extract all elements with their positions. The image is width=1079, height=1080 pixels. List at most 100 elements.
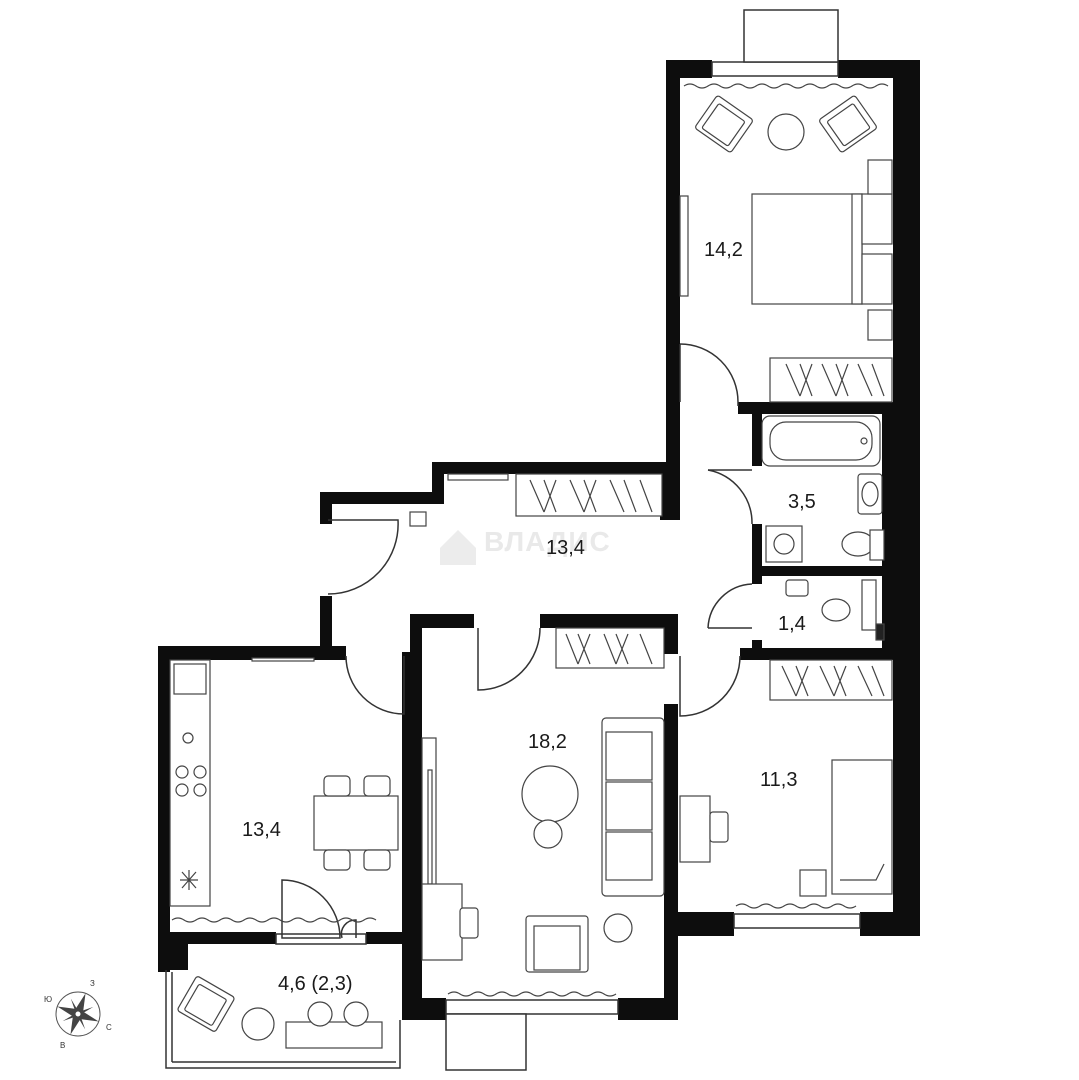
wall	[752, 524, 762, 584]
wardrobe	[769, 357, 893, 403]
pouf	[409, 511, 427, 527]
wall	[320, 492, 444, 504]
side-table	[603, 913, 633, 943]
wall	[158, 646, 170, 972]
walls	[158, 60, 920, 1020]
bedroom-1-furniture	[679, 83, 893, 403]
window	[275, 933, 367, 945]
armchair-seat	[533, 925, 581, 971]
wall	[740, 648, 900, 660]
wall	[882, 410, 894, 650]
wall	[664, 704, 678, 1020]
wall	[676, 912, 734, 936]
riser	[875, 623, 885, 641]
bedroom-2-furniture	[679, 659, 893, 909]
room-area-bathroom: 3,5	[788, 491, 816, 513]
room-area-bedroom-2: 11,3	[760, 769, 797, 791]
pouf	[533, 819, 563, 849]
balcony-furniture	[177, 976, 383, 1049]
watermark-house-icon	[440, 530, 476, 565]
bed-headboard	[851, 193, 863, 305]
bed-pillow	[840, 863, 885, 881]
compass-rose: З Ю С В	[44, 979, 112, 1050]
hand-sink	[785, 579, 809, 597]
wardrobe-hangers	[781, 665, 885, 697]
sofa-cushion	[605, 781, 653, 831]
side-table	[241, 1007, 275, 1041]
stove-burner	[193, 783, 207, 797]
wall	[666, 60, 680, 468]
washing-machine-drum	[773, 533, 795, 555]
window	[711, 61, 839, 77]
compass-letter-e: С	[106, 1023, 112, 1032]
balcony-outline	[165, 970, 401, 1069]
bed	[751, 193, 863, 305]
room-area-balcony: 4,6 (2,3)	[278, 973, 352, 995]
window	[445, 999, 619, 1015]
wall	[320, 596, 332, 652]
room-labels: 14,2 3,5 13,4 1,4 18,2 11,3 13,4 4,6 (2,…	[242, 239, 816, 995]
window-bay	[445, 1013, 527, 1071]
toilet	[821, 598, 851, 622]
room-area-hallway: 13,4	[546, 537, 585, 559]
shelf	[867, 309, 893, 341]
compass-ring	[55, 991, 101, 1037]
wall	[738, 402, 898, 414]
armchair	[819, 95, 877, 153]
chair	[363, 849, 391, 871]
pouf	[307, 1001, 333, 1027]
curtain	[171, 917, 377, 923]
office-chair	[459, 907, 479, 939]
bathroom-furniture	[761, 415, 885, 563]
stove-burner	[175, 765, 189, 779]
wall	[752, 404, 762, 466]
room-area-toilet: 1,4	[778, 613, 806, 635]
wardrobe-hangers	[565, 633, 653, 665]
wall	[158, 932, 276, 944]
wall	[618, 998, 678, 1020]
wall	[432, 462, 680, 474]
chair	[363, 775, 391, 797]
compass-letter-s: В	[60, 1041, 65, 1050]
wall	[366, 932, 412, 944]
hallway-furniture	[409, 473, 663, 527]
wall	[540, 614, 678, 628]
door	[345, 655, 405, 715]
fridge-icon	[180, 870, 198, 890]
watermark-text: ВЛАДИС	[484, 526, 611, 557]
single-bed	[831, 759, 893, 895]
door	[477, 627, 541, 691]
shoe-shelf	[447, 473, 509, 481]
tv	[427, 769, 433, 885]
toilet-furniture	[785, 579, 885, 641]
sofa-cushion	[605, 831, 653, 881]
wardrobe-hangers	[529, 479, 653, 513]
nightstand	[861, 253, 893, 305]
compass-letter-w: Ю	[44, 995, 52, 1004]
desk	[679, 795, 711, 863]
kettle-icon	[182, 732, 194, 744]
round-table	[521, 765, 579, 823]
dining-table	[313, 795, 399, 851]
wall	[893, 60, 920, 936]
toilet-tank	[869, 529, 885, 561]
curtain	[683, 83, 889, 89]
room-area-kitchen: 13,4	[242, 819, 281, 841]
curtain	[735, 903, 857, 909]
wall	[320, 492, 332, 524]
toilet-tank	[861, 579, 877, 631]
curtain	[447, 991, 617, 997]
kitchen-sink	[173, 663, 207, 695]
kitchen-counter	[169, 659, 211, 907]
room-area-living-room: 18,2	[528, 731, 567, 753]
armchair	[695, 95, 753, 153]
kitchen-furniture	[169, 657, 399, 923]
wall	[752, 566, 898, 576]
door	[707, 469, 753, 525]
windows	[275, 9, 861, 1071]
balcony-door-small	[340, 919, 357, 939]
tv-stand	[679, 195, 689, 297]
window	[733, 913, 861, 929]
toilet	[841, 531, 875, 557]
